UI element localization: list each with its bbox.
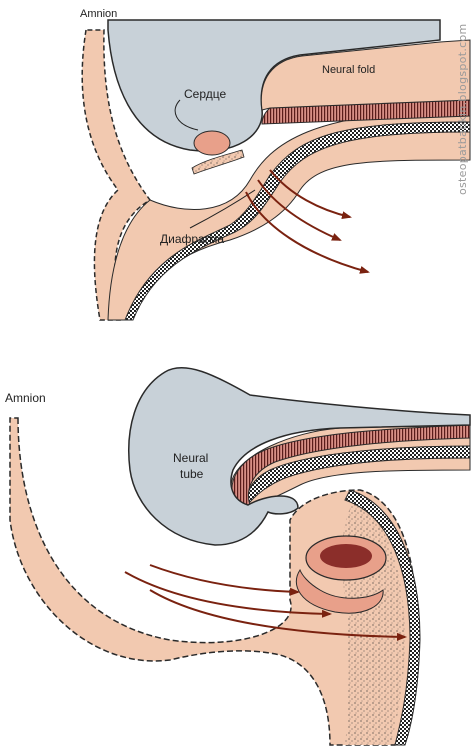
top-neural-fold [260,39,471,111]
neural-tube-label-2: tube [180,467,204,481]
bottom-arrow-1 [149,564,300,596]
top-arrow-3 [245,191,370,274]
heart-label: Сердце [184,87,226,101]
bottom-arrow-3 [149,589,407,641]
bottom-arrow-2 [124,571,332,618]
top-lower-tissue [107,109,471,321]
top-amnion-label: Amnion [80,8,117,20]
heart-leader-line [174,99,199,131]
neural-tube-label-1: Neural [173,451,208,465]
bottom-checker-fold [247,445,471,503]
bottom-heart-cavity [320,544,372,568]
top-arrow-2 [257,179,342,241]
bottom-endoderm-band [344,489,421,746]
top-heart [193,130,231,156]
bottom-pericardium [295,568,384,614]
diaphragm-label: Диафрагма [160,232,224,246]
bottom-diagram: Amnion Neural tube [5,367,471,746]
diaphragm-leader-line [189,189,256,229]
blog-watermark: osteopatbabkin.blogspot.com [456,23,469,195]
bottom-neural-tube [128,367,471,546]
top-neural-tissue [107,19,441,152]
bottom-amnion-label: Amnion [5,391,46,405]
neural-fold-label: Neural fold [322,64,375,76]
top-endoderm-band [124,121,471,321]
top-heart-tube [191,149,245,175]
top-diagram: Amnion Neural fold Сердце Диафрагма [80,8,471,321]
top-arrow-1 [269,169,352,220]
